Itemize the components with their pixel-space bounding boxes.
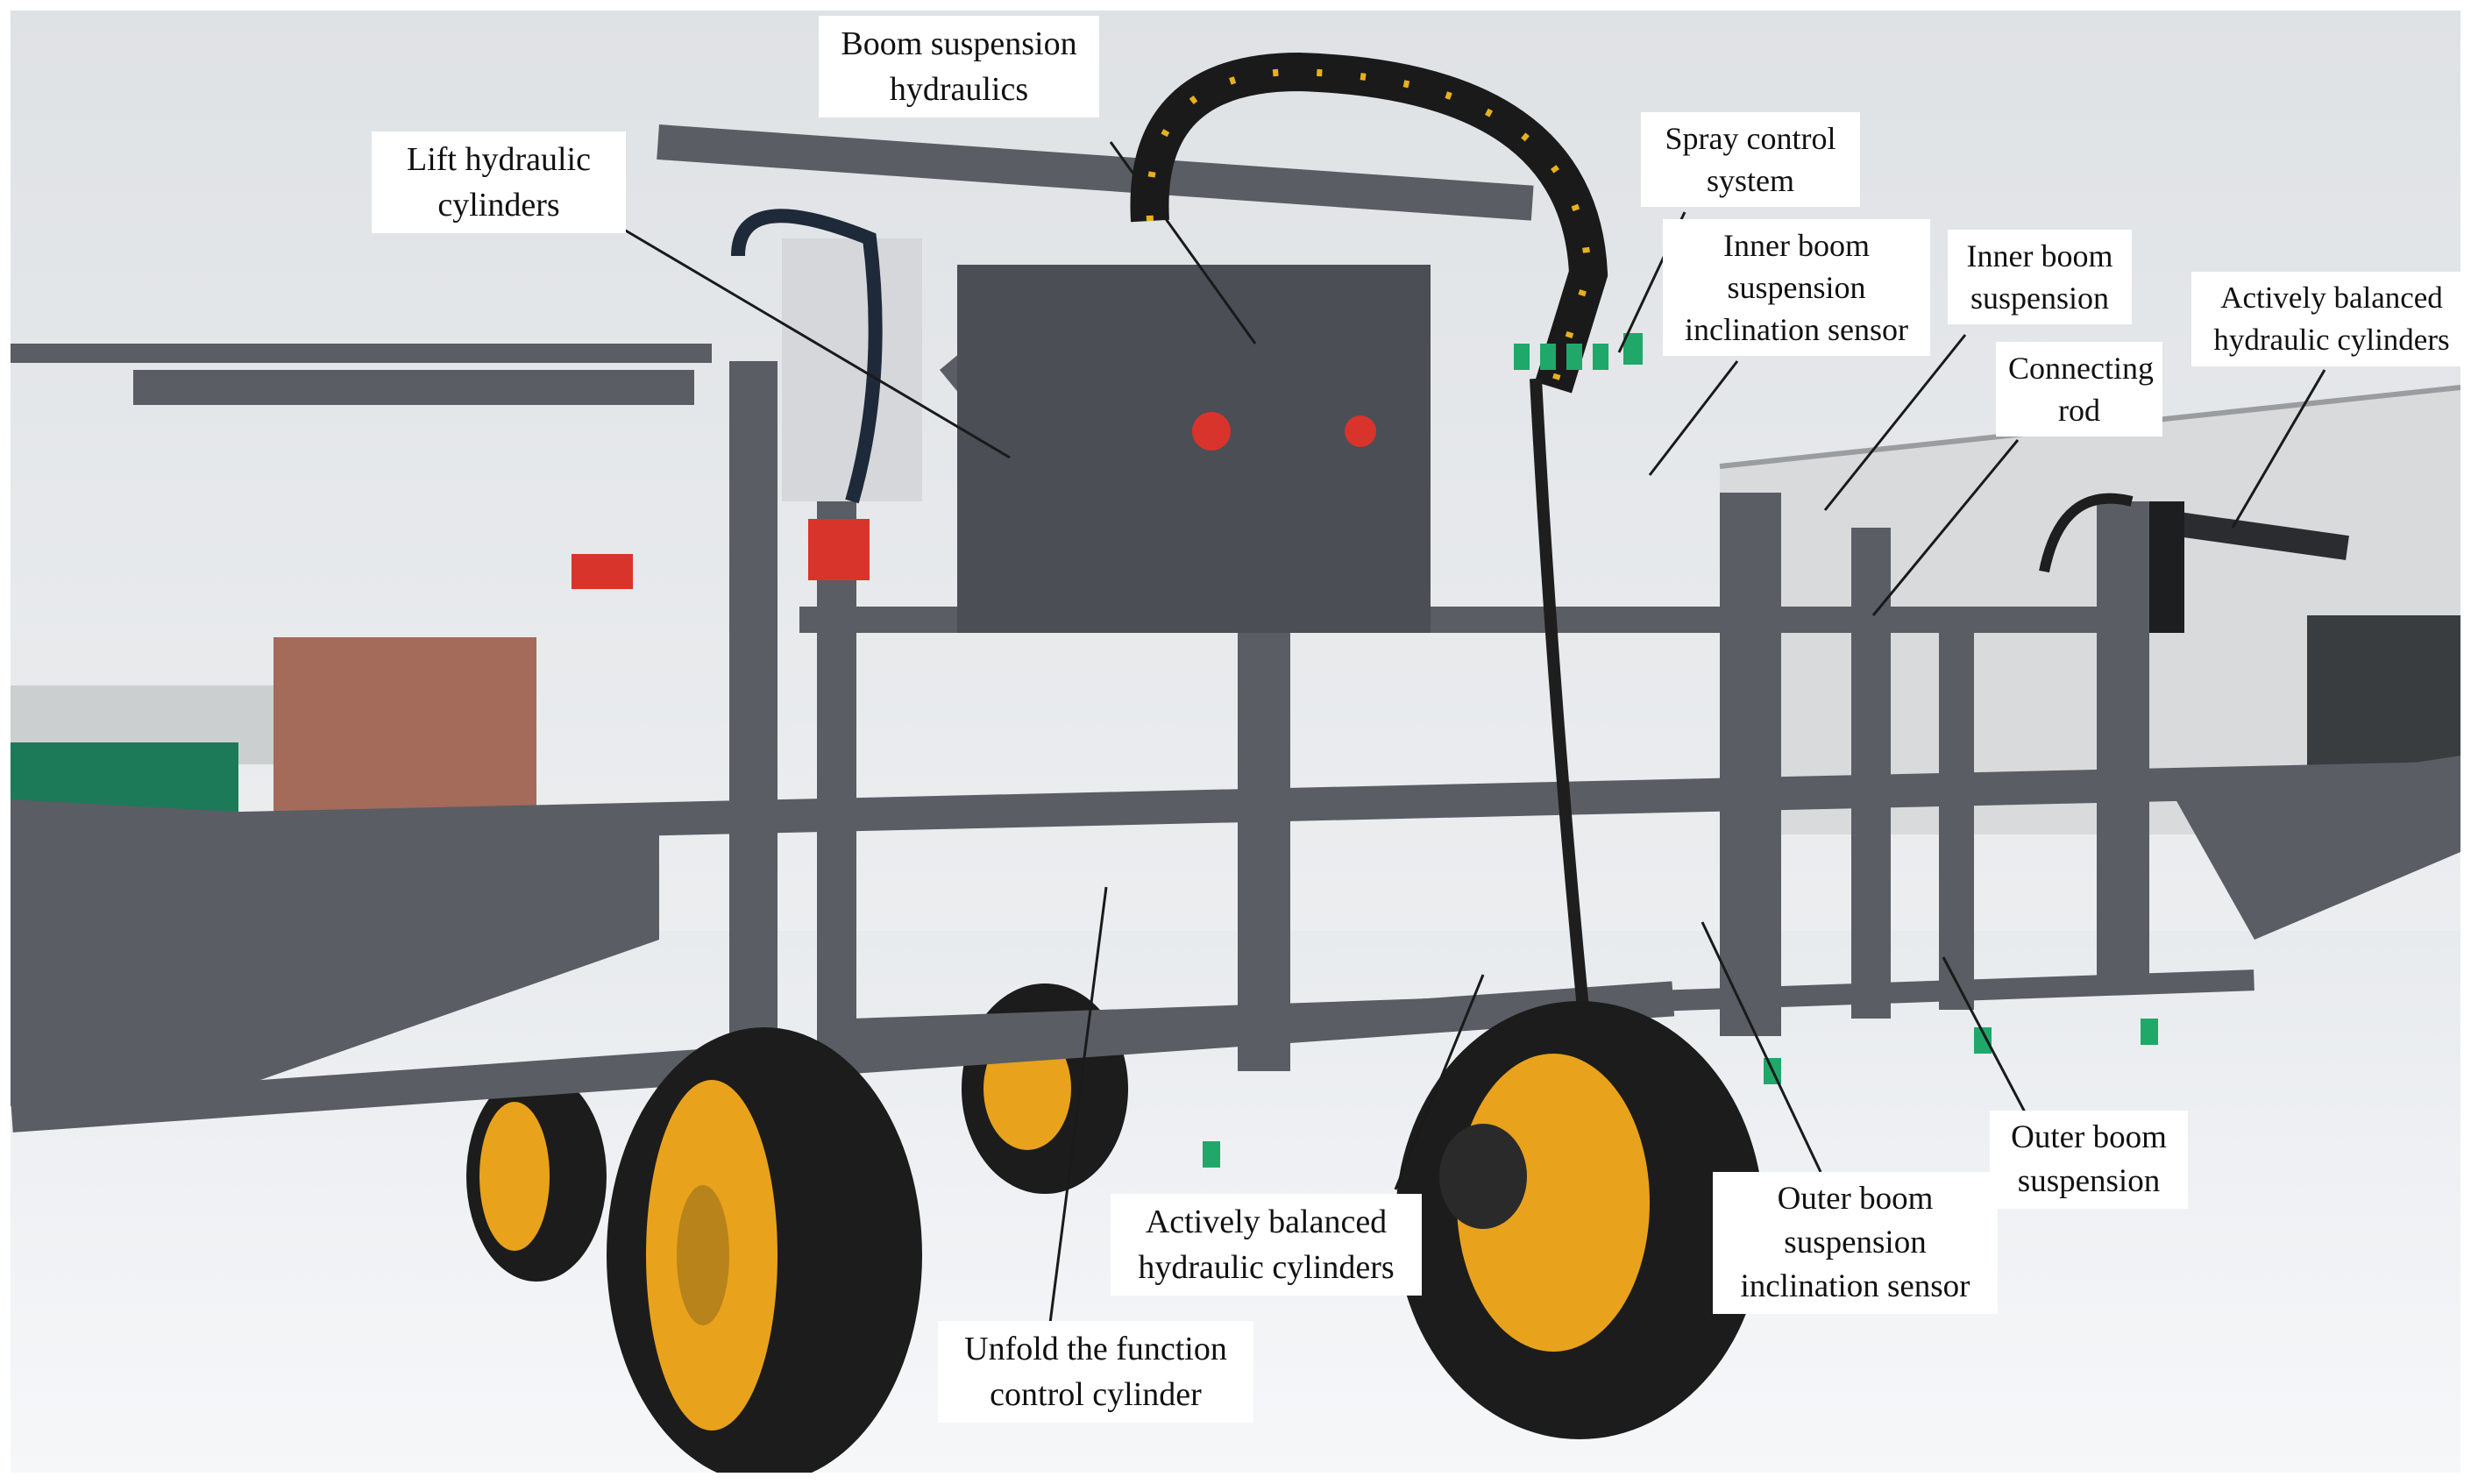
wheel-rear-left	[466, 1071, 607, 1282]
label-lift-hydraulic-cylinders: Lift hydraulic cylinders	[372, 131, 626, 233]
label-connecting-rod: Connecting rod	[1996, 342, 2162, 437]
wheel-front-left	[607, 1027, 922, 1473]
label-spray-control-system: Spray control system	[1641, 112, 1860, 207]
warning-lights	[572, 412, 1376, 589]
boom-frame	[11, 124, 2460, 1133]
tank	[782, 238, 922, 501]
green-container	[11, 742, 238, 813]
right-cylinder	[2163, 510, 2349, 560]
label-actively-balanced-hydraulic-cylinders-right: Actively balanced hydraulic cylinders	[2191, 272, 2460, 366]
wheel-front-right	[1395, 1001, 1764, 1439]
hose	[731, 209, 883, 504]
leader-lines	[623, 141, 2326, 1331]
hose	[2039, 493, 2134, 573]
label-inner-boom-suspension-inclination-sensor: Inner boom suspension inclination sensor	[1663, 219, 1930, 356]
label-boom-suspension-hydraulics: Boom suspension hydraulics	[819, 16, 1099, 117]
label-outer-boom-suspension-inclination-sensor: Outer boom suspension inclination sensor	[1713, 1172, 1998, 1314]
machine-body	[957, 265, 1431, 633]
hose	[1530, 378, 1594, 1063]
label-actively-balanced-hydraulic-cylinders-center: Actively balanced hydraulic cylinders	[1111, 1194, 1422, 1296]
sprayer-photo: Boom suspension hydraulics Lift hydrauli…	[11, 11, 2460, 1473]
spray-valves	[1514, 333, 1643, 370]
label-outer-boom-suspension: Outer boom suspension	[1990, 1111, 2188, 1209]
brick-stack	[273, 637, 536, 813]
label-inner-boom-suspension: Inner boom suspension	[1948, 230, 2132, 324]
label-unfold-function-control-cylinder: Unfold the function control cylinder	[938, 1321, 1253, 1423]
